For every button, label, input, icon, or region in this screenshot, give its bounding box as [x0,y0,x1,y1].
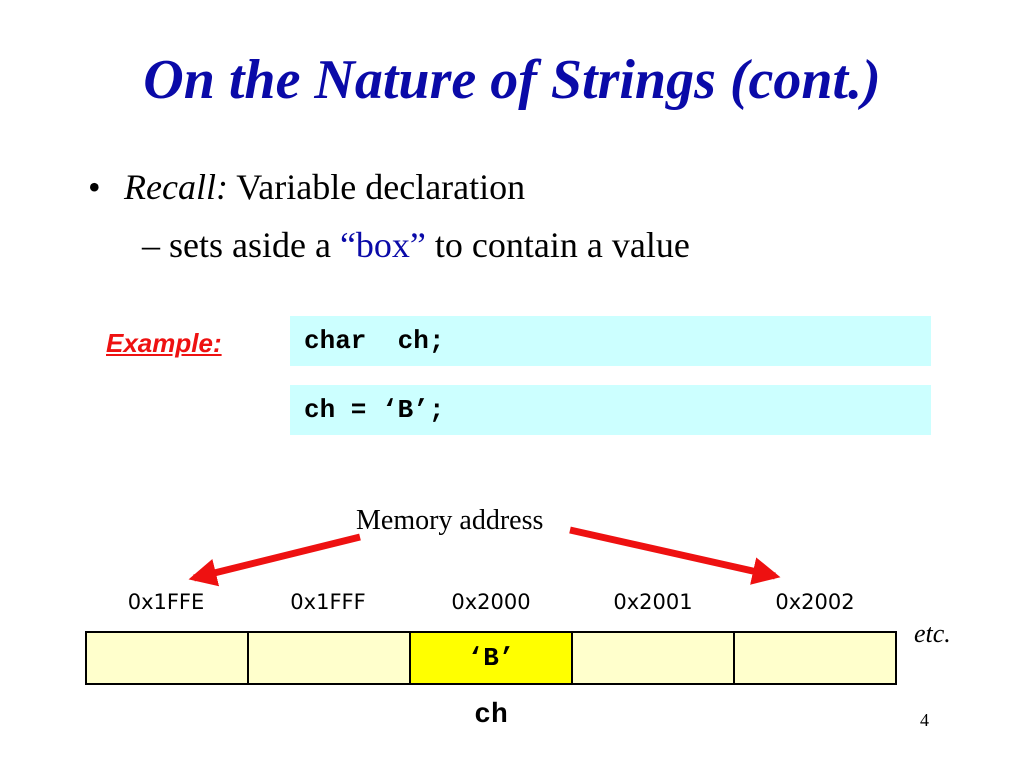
bullet-lead: Recall: [124,167,228,207]
code-line-assignment: ch = ‘B’; [290,385,931,435]
bullet-marker: • [88,167,101,207]
code-line-declaration: char ch; [290,316,931,366]
memory-cell [247,633,409,683]
sub-bullet-suffix: to contain a value [425,225,690,265]
slide-title: On the Nature of Strings (cont.) [143,49,881,111]
example-label: Example: [106,328,222,358]
variable-name-label: ch [474,700,508,731]
address-0x1FFF: 0x1FFF [290,590,366,614]
sub-bullet-quoted: “box” [339,225,426,265]
sub-bullet-prefix: – sets aside a [142,225,340,265]
memory-cells: ‘B’ [85,631,897,685]
memory-cell [733,633,897,683]
bullet-recall: • Recall: Variable declaration [88,166,525,208]
address-0x2001: 0x2001 [613,590,693,614]
etc-label: etc. [914,619,951,648]
memory-cell [571,633,733,683]
page-number: 4 [920,710,929,730]
address-0x1FFE: 0x1FFE [127,590,205,614]
address-0x2002: 0x2002 [775,590,855,614]
arrow-right [569,526,781,585]
memory-cell-ch: ‘B’ [409,633,571,683]
arrow-left [188,533,361,587]
sub-bullet: – sets aside a “box” to contain a value [142,224,690,266]
memory-cell [85,633,247,683]
bullet-text: Variable declaration [227,167,526,207]
address-0x2000: 0x2000 [451,590,531,614]
memory-address-label: Memory address [356,505,544,536]
